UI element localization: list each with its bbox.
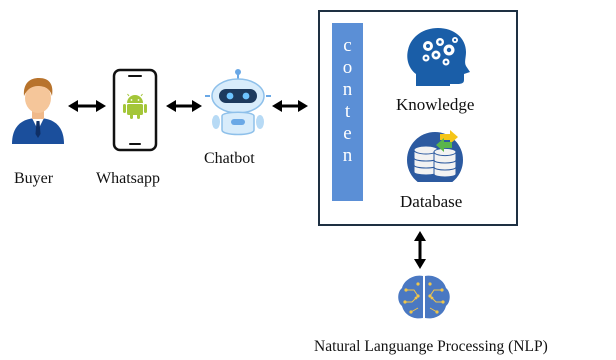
chatbot-node: [204, 68, 272, 140]
arrow-chatbot-context: [272, 100, 308, 112]
buyer-label: Buyer: [14, 170, 54, 187]
buyer-node: [8, 74, 68, 144]
context-letter: n: [342, 145, 353, 166]
chatbot-label: Chatbot: [204, 150, 255, 167]
arrow-whatsapp-chatbot: [166, 100, 202, 112]
arrow-buyer-whatsapp: [68, 100, 106, 112]
knowledge-label: Knowledge: [396, 95, 475, 114]
head-gears-icon: [407, 28, 470, 86]
brain-circuit-icon: [398, 275, 450, 319]
whatsapp-node: [112, 68, 158, 152]
database-label: Database: [400, 192, 463, 211]
context-letter: n: [342, 79, 353, 100]
context-letter: o: [342, 57, 353, 78]
database-icon: [407, 130, 463, 188]
smartphone-android-icon: [112, 68, 158, 152]
nlp-node: [396, 272, 452, 322]
context-bar: c o n t e n: [332, 23, 363, 201]
whatsapp-label: Whatsapp: [96, 170, 160, 187]
context-letter: e: [343, 123, 352, 144]
buyer-person-icon: [12, 78, 64, 144]
nlp-label: Natural Languange Processing (NLP): [314, 338, 548, 355]
context-letter: c: [343, 35, 352, 56]
arrow-database-nlp: [414, 231, 426, 269]
context-letter: t: [344, 101, 351, 122]
robot-icon: [205, 69, 271, 136]
knowledge-node: [404, 24, 472, 88]
database-node: [404, 128, 466, 188]
